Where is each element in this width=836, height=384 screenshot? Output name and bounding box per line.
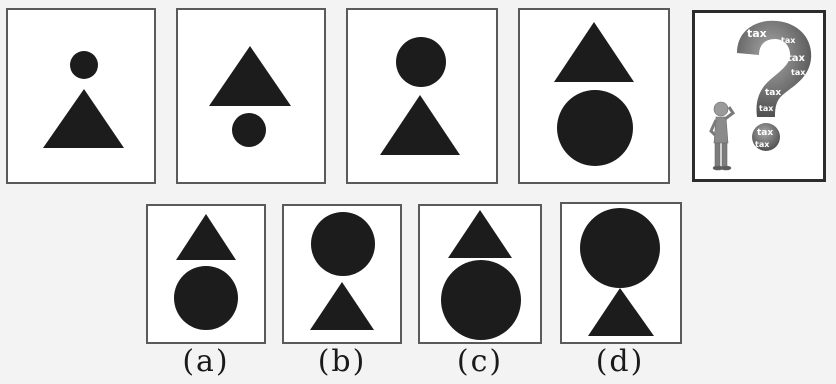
question-mark-panel: tax tax tax tax tax tax tax tax bbox=[692, 10, 826, 182]
large-circle-shape bbox=[580, 208, 660, 288]
question-mark-icon: tax tax tax tax tax tax tax tax bbox=[695, 13, 823, 179]
option-a-label: (a) bbox=[166, 344, 246, 379]
svg-text:tax: tax bbox=[755, 140, 770, 149]
question-figure-3 bbox=[346, 8, 498, 184]
svg-text:tax: tax bbox=[747, 27, 767, 40]
triangle-shape bbox=[448, 210, 512, 258]
triangle-shape bbox=[43, 89, 124, 148]
triangle-shape bbox=[588, 288, 654, 336]
triangle-shape bbox=[209, 46, 291, 106]
option-d-figure[interactable] bbox=[560, 202, 682, 344]
small-circle-shape bbox=[232, 113, 266, 147]
option-b-label: (b) bbox=[302, 344, 382, 379]
circle-shape bbox=[311, 212, 375, 276]
triangle-shape bbox=[310, 282, 374, 330]
question-figure-4 bbox=[518, 8, 670, 184]
svg-text:tax: tax bbox=[791, 68, 806, 77]
option-c-figure[interactable] bbox=[418, 204, 542, 344]
question-figure-2 bbox=[176, 8, 326, 184]
option-c-label: (c) bbox=[440, 344, 520, 379]
option-d-label: (d) bbox=[580, 344, 660, 379]
circle-shape bbox=[396, 37, 446, 87]
option-b-figure[interactable] bbox=[282, 204, 402, 344]
option-a-figure[interactable] bbox=[146, 204, 266, 344]
svg-text:tax: tax bbox=[759, 104, 774, 113]
svg-text:tax: tax bbox=[787, 53, 806, 64]
svg-text:tax: tax bbox=[765, 88, 781, 98]
svg-text:tax: tax bbox=[757, 128, 773, 138]
triangle-shape bbox=[554, 22, 634, 82]
triangle-shape bbox=[380, 95, 460, 155]
svg-text:tax: tax bbox=[781, 36, 796, 45]
triangle-shape bbox=[176, 214, 236, 260]
large-circle-shape bbox=[441, 260, 521, 340]
circle-shape bbox=[174, 266, 238, 330]
small-circle-shape bbox=[70, 51, 98, 79]
thinking-person-icon bbox=[711, 102, 733, 170]
large-circle-shape bbox=[557, 90, 633, 166]
question-figure-1 bbox=[6, 8, 156, 184]
